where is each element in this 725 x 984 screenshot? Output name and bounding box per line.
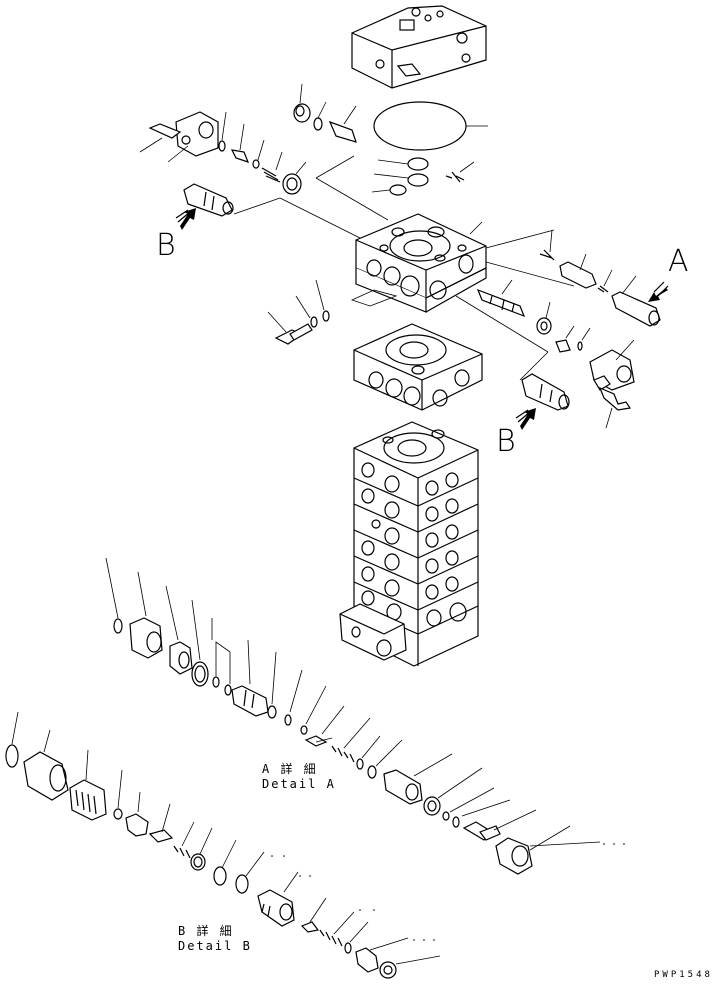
- main-valve-stack: [339, 421, 479, 667]
- detail-a-parts: [105, 557, 601, 875]
- tick-marks: [271, 843, 625, 941]
- o-ring-small: [407, 173, 429, 187]
- plug-top: [293, 83, 357, 143]
- detail-a-en: Detail A: [262, 777, 336, 791]
- detail-a-caption: A 詳 細 Detail A: [262, 762, 336, 792]
- o-ring-small: [407, 157, 429, 171]
- upper-valve-section: [355, 213, 487, 313]
- view-arrow-icon: [515, 408, 536, 430]
- drawing-code: PWP1548: [654, 970, 713, 980]
- view-label-a: A: [668, 244, 689, 279]
- detail-b-jp: B 詳 細: [178, 924, 234, 938]
- detail-b-en: Detail B: [178, 939, 252, 953]
- detail-b-caption: B 詳 細 Detail B: [178, 924, 252, 954]
- view-arrow-icon: [175, 208, 196, 230]
- view-label-b-left: B: [156, 228, 176, 263]
- view-label-b-right: B: [496, 424, 516, 459]
- valve-b-right: [455, 295, 570, 411]
- top-cover-plate: [351, 5, 487, 89]
- pin: [445, 171, 465, 183]
- spool-right: [476, 279, 591, 353]
- o-ring-small: [389, 184, 407, 196]
- left-flange: [139, 111, 307, 195]
- small-bolt-left: [267, 279, 398, 345]
- view-arrow-icon: [648, 281, 669, 302]
- right-flange: [589, 339, 635, 429]
- detail-a-jp: A 詳 細: [262, 762, 318, 776]
- detail-b-parts: [5, 711, 441, 979]
- valve-b-left: [183, 183, 369, 243]
- middle-valve-section: [353, 323, 483, 411]
- large-o-ring: [373, 101, 467, 151]
- valve-a-right: [539, 229, 661, 327]
